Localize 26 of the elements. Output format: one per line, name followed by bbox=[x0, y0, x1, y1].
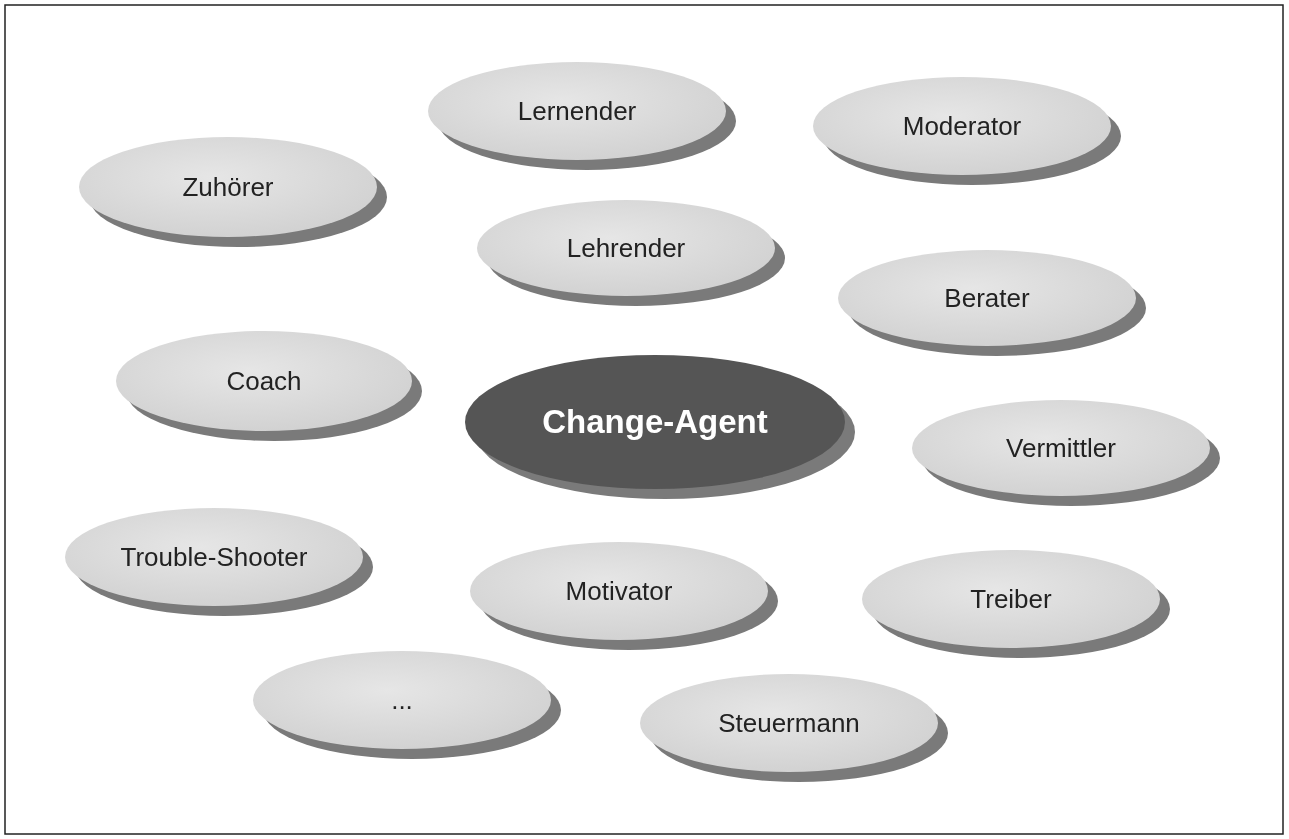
role-ellipse bbox=[470, 542, 778, 650]
role-label: ... bbox=[391, 684, 413, 716]
role-label: Motivator bbox=[565, 575, 673, 607]
role-label: Lernender bbox=[517, 95, 637, 127]
role-label: Lehrender bbox=[566, 232, 686, 264]
role-ellipse bbox=[838, 250, 1146, 356]
role-ellipse bbox=[428, 62, 736, 170]
role-label: Coach bbox=[226, 365, 302, 397]
role-ellipse bbox=[477, 200, 785, 306]
role-ellipse bbox=[640, 674, 948, 782]
role-ellipse bbox=[79, 137, 387, 247]
role-label: Zuhörer bbox=[182, 171, 274, 203]
role-label: Steuermann bbox=[718, 707, 860, 739]
role-label: Treiber bbox=[970, 583, 1052, 615]
role-ellipse bbox=[116, 331, 422, 441]
role-ellipse bbox=[253, 651, 561, 759]
role-ellipse bbox=[813, 77, 1121, 185]
role-label: Trouble-Shooter bbox=[120, 541, 308, 573]
central-ellipse bbox=[465, 355, 855, 499]
role-ellipse bbox=[912, 400, 1220, 506]
central-label: Change-Agent bbox=[542, 403, 768, 441]
role-label: Berater bbox=[944, 282, 1030, 314]
role-label: Moderator bbox=[902, 110, 1022, 142]
role-ellipse bbox=[65, 508, 373, 616]
role-label: Vermittler bbox=[1006, 432, 1116, 464]
role-ellipse bbox=[862, 550, 1170, 658]
